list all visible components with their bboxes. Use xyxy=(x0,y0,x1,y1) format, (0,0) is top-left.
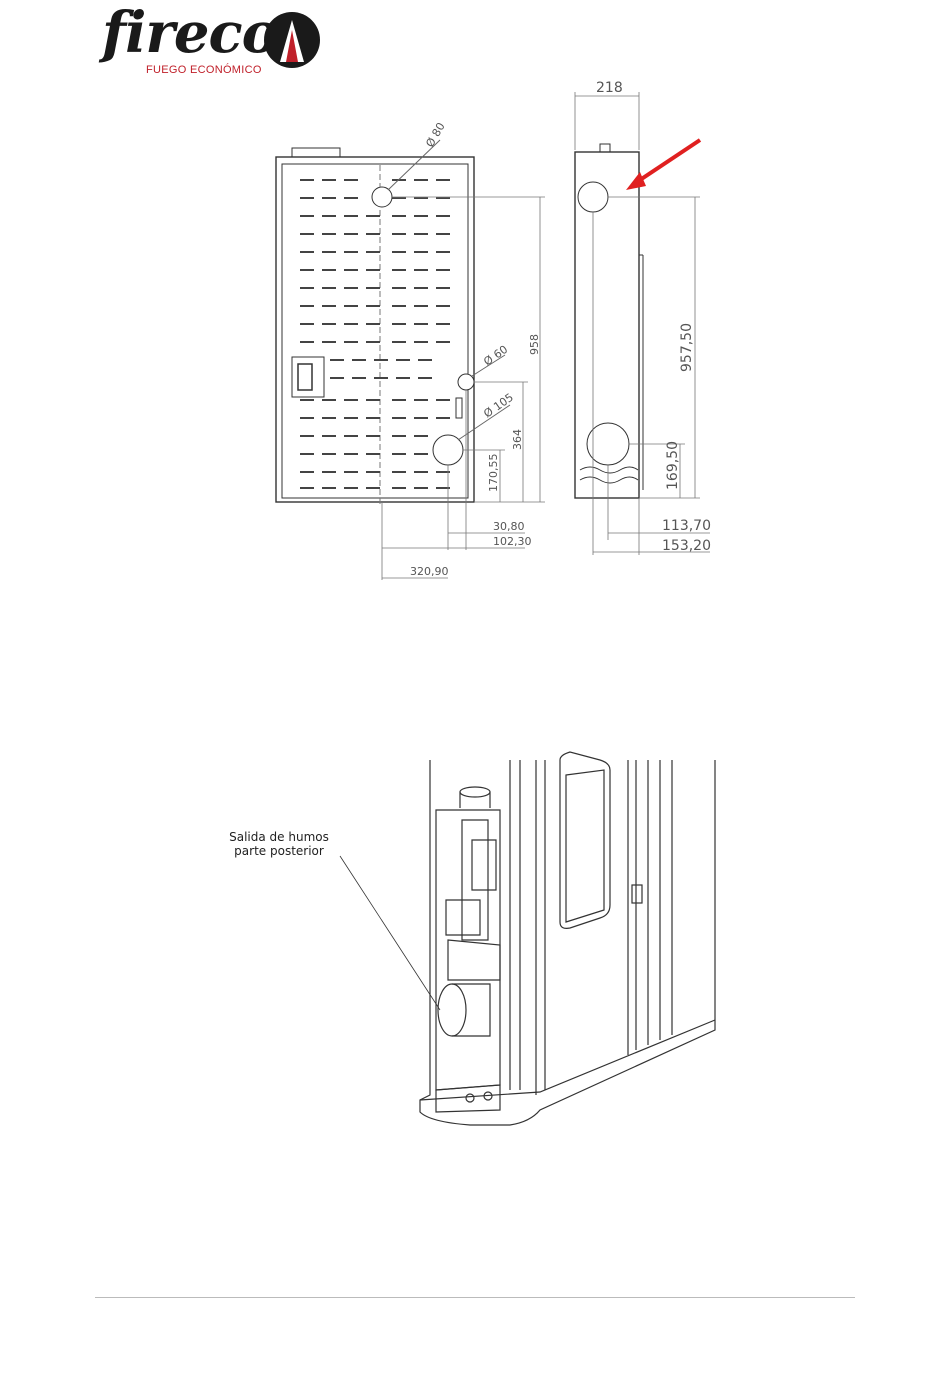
dim-958: 958 xyxy=(528,334,541,355)
callout-line-2: parte posterior xyxy=(214,844,344,858)
dim-102-30: 102,30 xyxy=(493,535,532,548)
dim-153-20: 153,20 xyxy=(662,538,711,554)
dim-169-50: 169,50 xyxy=(665,441,681,490)
dim-30-80: 30,80 xyxy=(493,520,525,533)
dim-218: 218 xyxy=(596,80,623,96)
dim-113-70: 113,70 xyxy=(662,518,711,534)
dim-364: 364 xyxy=(511,429,524,450)
dim-d105: Ø 105 xyxy=(481,391,516,421)
red-arrow-icon xyxy=(626,140,700,190)
front-view xyxy=(276,140,545,580)
dim-d60: Ø 60 xyxy=(481,343,510,369)
dim-957-50: 957,50 xyxy=(679,323,695,372)
dim-d80: Ø 80 xyxy=(423,120,447,149)
callout-label: Salida de humos parte posterior xyxy=(214,830,344,858)
dim-170-55: 170,55 xyxy=(487,454,500,493)
iso-view xyxy=(420,752,715,1125)
callout-line-1: Salida de humos xyxy=(214,830,344,844)
footer-divider xyxy=(95,1297,855,1298)
dim-320-90: 320,90 xyxy=(410,565,449,578)
